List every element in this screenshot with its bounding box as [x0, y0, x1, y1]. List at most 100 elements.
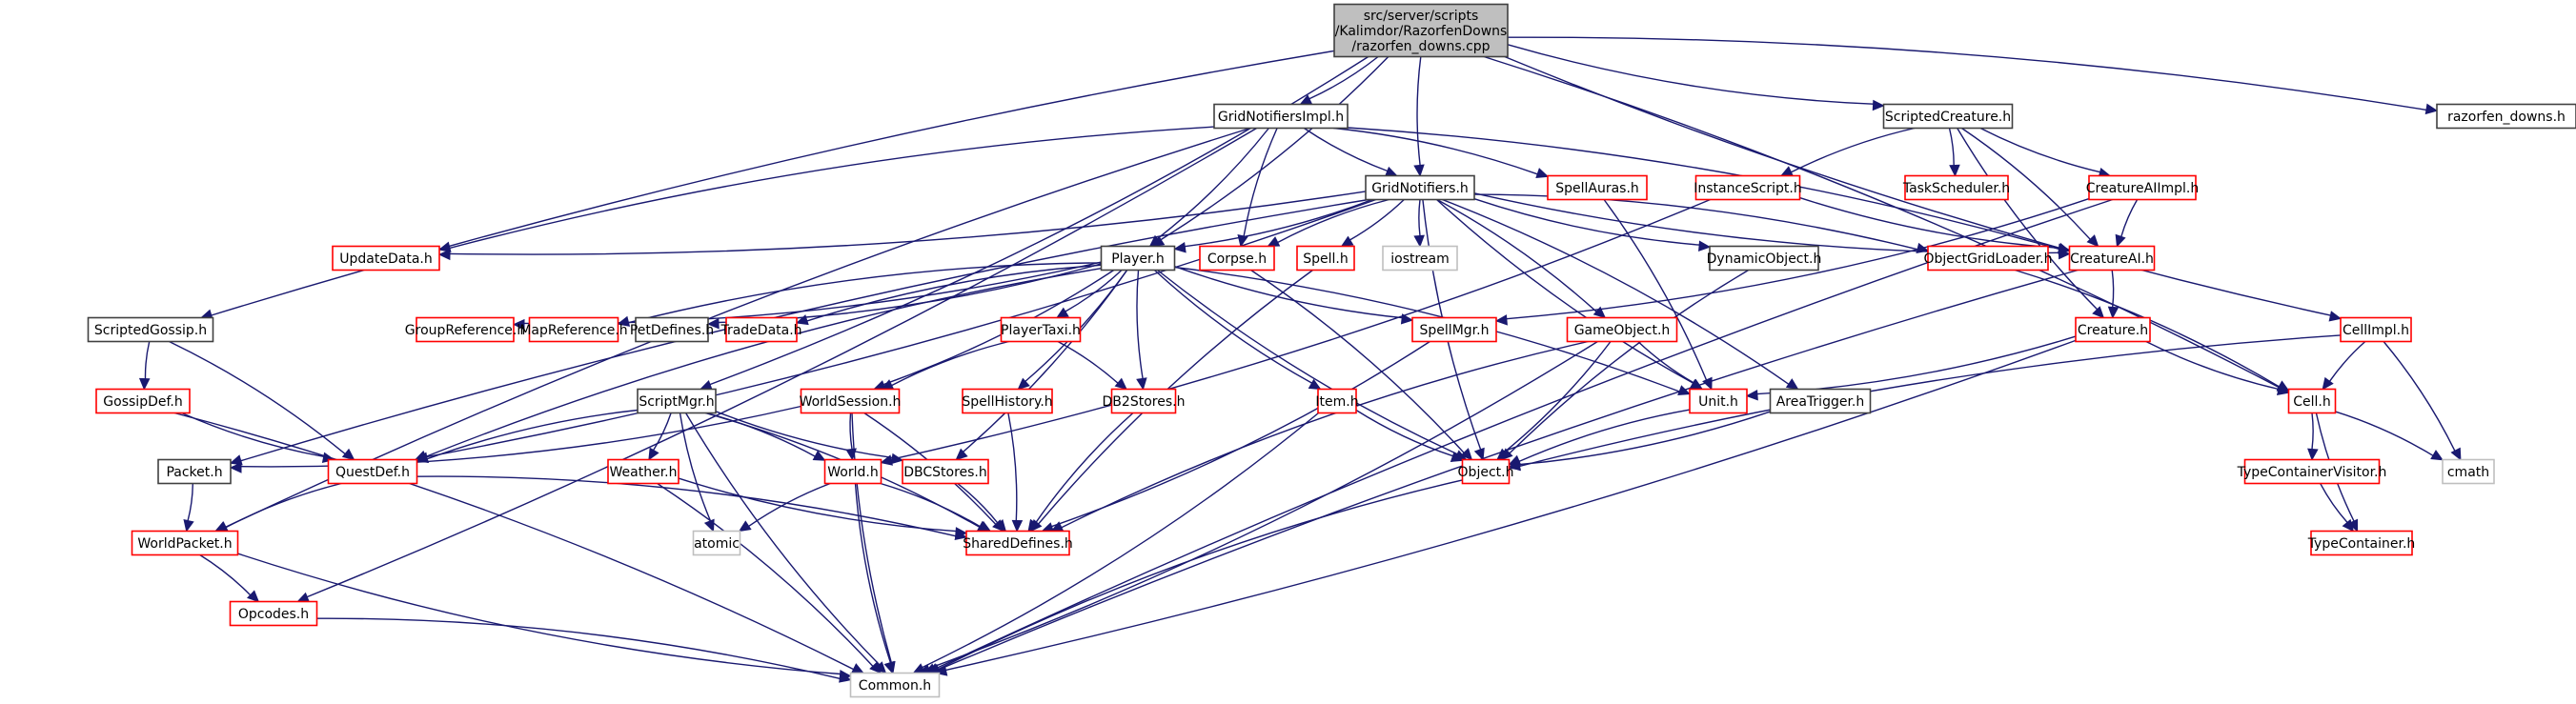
node-Opcodes[interactable]: Opcodes.h — [229, 600, 318, 627]
edge-GameObject-to-Object — [1504, 341, 1612, 453]
node-Item[interactable]: Item.h — [1315, 388, 1359, 414]
arrowhead-Opcodes — [296, 592, 311, 603]
arrowhead-Object — [1500, 448, 1513, 461]
node-box — [1296, 245, 1355, 272]
node-label: Packet.h — [166, 465, 222, 480]
node-InstanceScript[interactable]: InstanceScript.h — [1694, 174, 1802, 201]
arrowhead-Spell — [1340, 235, 1354, 248]
node-label: TypeContainerVisitor.h — [2237, 465, 2387, 480]
node-ScriptMgr[interactable]: ScriptMgr.h — [637, 388, 717, 414]
node-SpellAuras[interactable]: SpellAuras.h — [1547, 174, 1648, 201]
edge-GridNotifiers-to-UpdateData — [449, 191, 1367, 255]
node-label: ObjectGridLoader.h — [1924, 251, 2053, 267]
node-PlayerTaxi[interactable]: PlayerTaxi.h — [1000, 316, 1082, 343]
node-box — [416, 316, 515, 343]
node-box — [1000, 316, 1082, 343]
node-box — [1927, 245, 2049, 272]
edge-GridNotifiersImpl-to-SpellAuras — [1333, 127, 1538, 175]
node-label: Player.h — [1111, 251, 1165, 267]
node-DB2Stores[interactable]: DB2Stores.h — [1103, 388, 1186, 414]
node-WorldSession[interactable]: WorldSession.h — [800, 388, 902, 414]
node-Unit[interactable]: Unit.h — [1689, 388, 1748, 414]
node-SharedDefines[interactable]: SharedDefines.h — [963, 530, 1073, 556]
node-DBCStores[interactable]: DBCStores.h — [902, 458, 989, 485]
node-box — [332, 245, 440, 272]
node-TypeContainerVisitor[interactable]: TypeContainerVisitor.h — [2237, 458, 2387, 485]
edge-PlayerTaxi-to-DB2Stores — [1057, 340, 1119, 384]
node-label: SpellHistory.h — [962, 394, 1052, 410]
node-GameObject[interactable]: GameObject.h — [1566, 316, 1678, 343]
node-GridNotifiers[interactable]: GridNotifiers.h — [1365, 174, 1475, 201]
node-World[interactable]: World.h — [823, 458, 882, 485]
node-TaskScheduler[interactable]: TaskScheduler.h — [1902, 174, 2010, 201]
node-Player[interactable]: Player.h — [1100, 245, 1176, 272]
node-label: CellImpl.h — [2343, 323, 2409, 338]
node-box — [1213, 103, 1349, 130]
node-Packet[interactable]: Packet.h — [157, 458, 232, 485]
node-PetDefines[interactable]: PetDefines.h — [630, 316, 714, 343]
node-MapReference[interactable]: MapReference.h — [519, 316, 628, 343]
arrowhead-Object — [1508, 459, 1521, 472]
node-ScriptedGossip[interactable]: ScriptedGossip.h — [87, 316, 214, 343]
node-QuestDef[interactable]: QuestDef.h — [327, 458, 418, 485]
node-root[interactable]: src/server/scripts/Kalimdor/RazorfenDown… — [1333, 3, 1509, 58]
node-label: TypeContainer.h — [2307, 536, 2416, 552]
node-label: ScriptedCreature.h — [1885, 110, 2011, 125]
node-box — [725, 316, 798, 343]
node-GridNotifiersImpl[interactable]: GridNotifiersImpl.h — [1213, 103, 1349, 130]
edge-InstanceScript-to-CreatureAI — [1799, 196, 2059, 249]
node-CellImpl[interactable]: CellImpl.h — [2340, 316, 2412, 343]
edge-QuestDef-to-SharedDefines — [416, 475, 957, 537]
node-UpdateData[interactable]: UpdateData.h — [332, 245, 440, 272]
node-GossipDef[interactable]: GossipDef.h — [95, 388, 191, 414]
arrowhead-Creature — [2092, 306, 2105, 319]
edge-DynamicObject-to-Object — [1509, 269, 1750, 454]
node-CreatureAI[interactable]: CreatureAI.h — [2068, 245, 2156, 272]
node-label: CreatureAIImpl.h — [2086, 181, 2199, 196]
edge-WorldSession-to-Common — [851, 412, 892, 663]
edge-Cell-to-cmath — [2335, 411, 2434, 456]
node-box — [1547, 174, 1648, 201]
node-atomic: atomic — [692, 530, 741, 556]
node-Spell[interactable]: Spell.h — [1296, 245, 1355, 272]
node-WorldPacket[interactable]: WorldPacket.h — [131, 530, 239, 556]
node-CreatureAIImpl[interactable]: CreatureAIImpl.h — [2086, 174, 2199, 201]
arrowhead-Object — [1460, 448, 1473, 461]
node-label: MapReference.h — [519, 323, 627, 338]
node-DynamicObject[interactable]: DynamicObject.h — [1707, 245, 1822, 272]
node-label: WorldPacket.h — [137, 536, 232, 552]
arrowhead-cmath — [2450, 447, 2462, 461]
arrowhead-CreatureAI — [2058, 243, 2071, 255]
node-label: /razorfen_downs.cpp — [1351, 39, 1490, 54]
node-Creature[interactable]: Creature.h — [2075, 316, 2151, 343]
edge-Creature-to-Common — [945, 339, 2077, 672]
node-GroupReference[interactable]: GroupReference.h — [405, 316, 525, 343]
node-label: Spell.h — [1303, 251, 1349, 267]
node-Cell[interactable]: Cell.h — [2287, 388, 2337, 414]
node-Weather[interactable]: Weather.h — [607, 458, 679, 485]
arrowhead-SpellHistory — [1017, 377, 1030, 391]
arrowhead-Item — [1308, 378, 1322, 391]
node-box — [327, 458, 418, 485]
node-TypeContainer[interactable]: TypeContainer.h — [2307, 530, 2416, 556]
node-Corpse[interactable]: Corpse.h — [1199, 245, 1275, 272]
node-AreaTrigger[interactable]: AreaTrigger.h — [1769, 388, 1872, 414]
node-Object[interactable]: Object.h — [1458, 458, 1514, 485]
node-razorfen_downs_h[interactable]: razorfen_downs.h — [2436, 103, 2576, 130]
node-SpellHistory[interactable]: SpellHistory.h — [962, 388, 1053, 414]
arrowhead-cmath — [2430, 450, 2444, 461]
node-TradeData[interactable]: TradeData.h — [720, 316, 802, 343]
node-ScriptedCreature[interactable]: ScriptedCreature.h — [1882, 103, 2014, 130]
edge-Player-to-QuestDef — [425, 268, 1102, 458]
node-box — [1882, 103, 2014, 130]
node-ObjectGridLoader[interactable]: ObjectGridLoader.h — [1924, 245, 2053, 272]
edges-layer — [138, 36, 2462, 683]
node-SpellMgr[interactable]: SpellMgr.h — [1411, 316, 1497, 343]
edge-Player-to-PlayerTaxi — [1065, 269, 1123, 312]
arrowhead-UpdateData — [437, 249, 451, 261]
node-box — [823, 458, 882, 485]
node-label: ScriptMgr.h — [639, 394, 714, 410]
edge-Packet-to-WorldPacket — [187, 483, 193, 521]
arrowhead-Object — [1450, 452, 1464, 462]
edge-WorldPacket-to-Opcodes — [199, 553, 252, 596]
